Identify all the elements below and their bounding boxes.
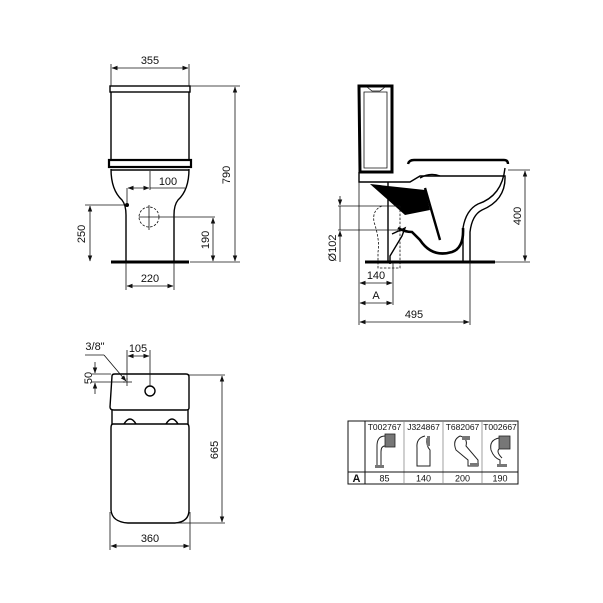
dim-variable-a: A [372, 290, 380, 302]
pan-connector-offset-icon [454, 435, 479, 467]
pan-connector-90-long-icon [490, 435, 511, 467]
bowl-outer [358, 172, 506, 262]
connector-value-3: 200 [455, 474, 470, 484]
dim-outlet-diameter: Ø102 [327, 235, 339, 262]
connector-code-2: J324867 [407, 422, 440, 432]
top-view: 3/8" 105 50 665 360 [83, 341, 225, 550]
dim-outlet-height: 190 [200, 231, 212, 249]
dim-inlet-offset-top: 105 [129, 343, 147, 355]
cistern-lid [109, 85, 191, 93]
pan-connector-90-icon [375, 433, 396, 468]
inlet-hole [144, 385, 156, 397]
side-cistern [357, 84, 394, 174]
dim-length: 665 [209, 441, 221, 459]
connector-value-1: 85 [379, 474, 389, 484]
cistern-top [109, 373, 190, 411]
dim-inlet-height: 250 [76, 225, 88, 243]
connector-code-1: T002767 [368, 422, 402, 432]
dim-inlet-offset: 100 [159, 176, 177, 188]
connector-code-3: T682067 [446, 422, 480, 432]
dim-seat-height: 400 [512, 207, 524, 225]
dim-front-width: 355 [141, 55, 159, 67]
trapway [370, 184, 430, 215]
row-label-a: A [353, 473, 361, 485]
cistern-body [110, 92, 190, 160]
pedestal-right [173, 168, 190, 262]
connector-value-2: 140 [416, 474, 431, 484]
pan-connector-straight-icon [416, 435, 431, 467]
front-view: 355 790 100 250 190 220 [76, 55, 240, 290]
pan-connector-outline [373, 205, 401, 269]
dim-thread: 3/8" [85, 341, 104, 353]
dim-depth: 495 [405, 309, 423, 321]
connector-value-4: 190 [492, 474, 507, 484]
cistern-base [107, 158, 193, 169]
seat-top [110, 423, 190, 524]
dim-inlet-depth: 50 [83, 372, 95, 384]
dim-wall-offset: 140 [367, 270, 385, 282]
dim-front-height: 790 [221, 166, 233, 184]
connector-table: T002767 J324867 T682067 T002667 A 85 140… [347, 420, 519, 485]
pedestal-left [110, 168, 127, 262]
connector-code-4: T002667 [483, 422, 517, 432]
dim-width: 360 [141, 533, 159, 545]
trap-bend [397, 226, 465, 255]
side-seat [406, 158, 510, 165]
side-view: Ø102 400 140 A 495 [327, 84, 530, 325]
dim-base-width: 220 [141, 273, 159, 285]
